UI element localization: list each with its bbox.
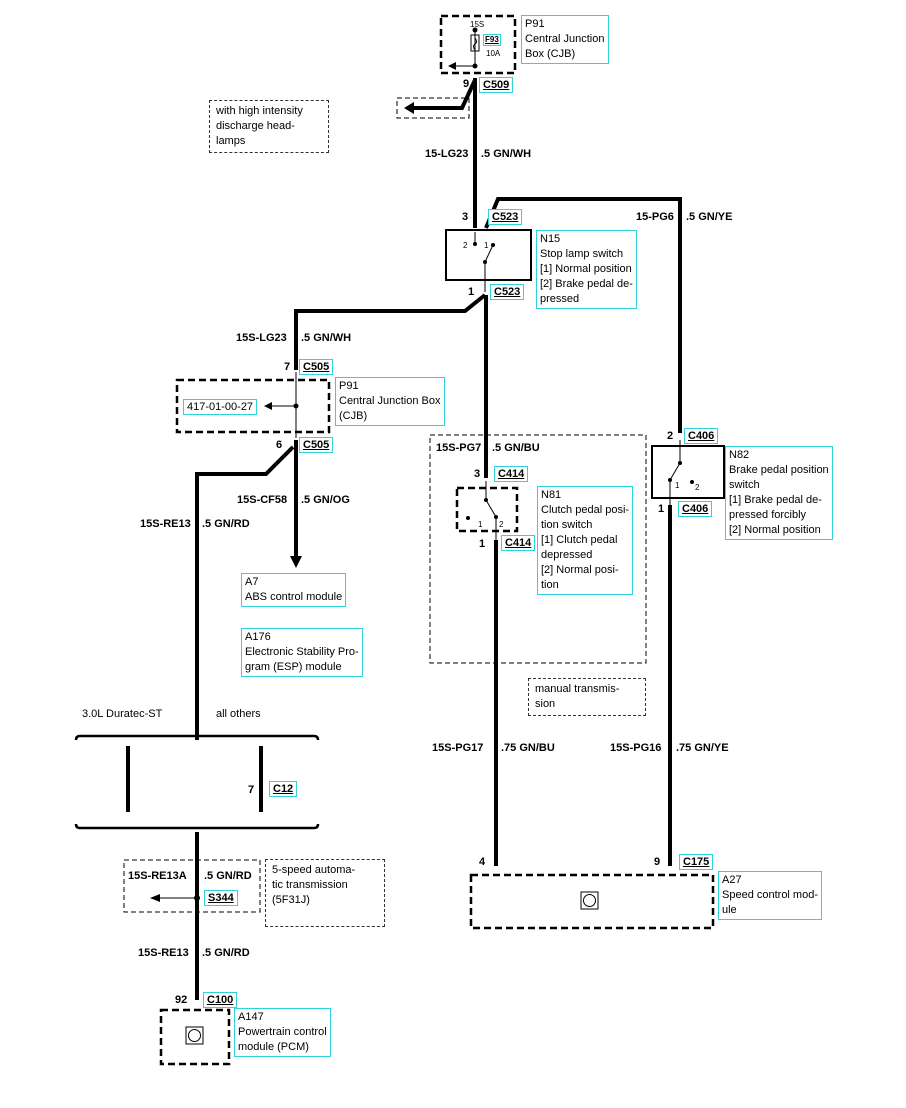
variant-label-duratec: 3.0L Duratec-ST bbox=[82, 708, 163, 720]
pin-c523-top: 3 bbox=[462, 211, 469, 223]
connector-c505-top[interactable]: C505 bbox=[299, 359, 334, 375]
n82-switch-box bbox=[651, 445, 725, 499]
connector-c523-top[interactable]: C523 bbox=[488, 209, 523, 225]
connector-c509[interactable]: C509 bbox=[479, 77, 514, 93]
pin-c100: 92 bbox=[175, 994, 188, 1006]
pin-c523-bot: 1 bbox=[468, 286, 475, 298]
wire-spec-15S-RE13-lower: .5 GN/RD bbox=[202, 947, 250, 959]
wire-circuit-15S-PG7: 15S-PG7 bbox=[436, 442, 482, 454]
component-p91-top[interactable]: P91 Central Junction Box (CJB) bbox=[521, 15, 609, 64]
pcm-box bbox=[159, 1008, 231, 1066]
component-a27[interactable]: A27 Speed control mod- ule bbox=[718, 871, 822, 920]
wire-spec-15S-RE13: .5 GN/RD bbox=[202, 518, 250, 530]
pin-a27-4: 4 bbox=[479, 856, 486, 868]
fuse-rating: 10A bbox=[486, 49, 501, 58]
component-n81[interactable]: N81 Clutch pedal posi- tion switch [1] C… bbox=[537, 486, 634, 595]
a27-box bbox=[469, 873, 715, 930]
connector-c414-top[interactable]: C414 bbox=[494, 466, 529, 482]
wire-circuit-15-LG23: 15-LG23 bbox=[425, 148, 469, 160]
hid-branch-box bbox=[396, 97, 470, 119]
component-p91-mid[interactable]: P91 Central Junction Box (CJB) bbox=[335, 377, 445, 426]
wire-15S-LG23 bbox=[294, 293, 487, 370]
wire-circuit-15S-RE13-lower: 15S-RE13 bbox=[138, 947, 189, 959]
wire-spec-15S-PG17: .75 GN/BU bbox=[501, 742, 555, 754]
fuse-f93-label[interactable]: F93 bbox=[483, 34, 501, 46]
n15-switch-box bbox=[445, 229, 532, 281]
component-a147[interactable]: A147 Powertrain control module (PCM) bbox=[234, 1008, 331, 1057]
pin-c505-bot: 6 bbox=[276, 439, 283, 451]
wire-spec-15S-RE13A: .5 GN/RD bbox=[204, 870, 252, 882]
component-a176[interactable]: A176 Electronic Stability Pro- gram (ESP… bbox=[241, 628, 363, 677]
pin-c505-top: 7 bbox=[284, 361, 291, 373]
note-manual-transmission: manual transmis- sion bbox=[528, 678, 646, 716]
pin-c509: 9 bbox=[463, 78, 470, 90]
pin-c175: 9 bbox=[654, 856, 661, 868]
wire-spec-15S-PG7: .5 GN/BU bbox=[492, 442, 540, 454]
n82-pin1: 1 bbox=[675, 481, 680, 490]
wire-circuit-15S-RE13: 15S-RE13 bbox=[140, 518, 191, 530]
n15-pin2: 2 bbox=[463, 241, 468, 250]
wire-spec-15S-LG23: .5 GN/WH bbox=[301, 332, 352, 344]
connector-c175[interactable]: C175 bbox=[679, 854, 714, 870]
wire-circuit-15S-RE13A: 15S-RE13A bbox=[128, 870, 187, 882]
wire-spec-15S-CF58: .5 GN/OG bbox=[301, 494, 350, 506]
pin-c406-bot: 1 bbox=[658, 503, 665, 515]
pin-c414-bot: 1 bbox=[479, 538, 486, 550]
connector-c406-top[interactable]: C406 bbox=[684, 428, 719, 444]
connector-c12[interactable]: C12 bbox=[269, 781, 298, 797]
component-n82[interactable]: N82 Brake pedal position switch [1] Brak… bbox=[725, 446, 833, 540]
connector-c100[interactable]: C100 bbox=[203, 992, 238, 1008]
n81-pin2: 2 bbox=[499, 520, 504, 529]
wire-spec-15-LG23: .5 GN/WH bbox=[481, 148, 532, 160]
ref-417-01-00-27[interactable]: 417-01-00-27 bbox=[183, 399, 258, 415]
note-5-speed-auto: 5-speed automa- tic transmission (5F31J) bbox=[265, 859, 385, 927]
pin-c406-top: 2 bbox=[667, 430, 674, 442]
variant-label-all-others: all others bbox=[216, 708, 261, 720]
p91-mid-box bbox=[175, 378, 331, 434]
connector-c414-bot[interactable]: C414 bbox=[501, 535, 536, 551]
wire-spec-15-PG6: .5 GN/YE bbox=[686, 211, 733, 223]
fuse-supply-label: 15S bbox=[470, 20, 485, 29]
p91-top-box bbox=[439, 14, 517, 75]
connector-c523-bot[interactable]: C523 bbox=[490, 284, 525, 300]
connector-c505-bot[interactable]: C505 bbox=[299, 437, 334, 453]
pin-c12: 7 bbox=[248, 784, 255, 796]
n15-pin1: 1 bbox=[484, 241, 489, 250]
splice-s344[interactable]: S344 bbox=[204, 890, 238, 906]
manual-trans-region bbox=[429, 434, 647, 664]
pin-c414-top: 3 bbox=[474, 468, 481, 480]
wire-circuit-15-PG6: 15-PG6 bbox=[636, 211, 674, 223]
wire-15S-RE13 bbox=[195, 445, 295, 740]
note-hid-headlamps: with high intensity discharge head- lamp… bbox=[209, 100, 329, 153]
n81-switch-box bbox=[455, 486, 519, 533]
wire-circuit-15S-PG16: 15S-PG16 bbox=[610, 742, 662, 754]
wire-spec-15S-PG16: .75 GN/YE bbox=[676, 742, 729, 754]
wire-circuit-15S-CF58: 15S-CF58 bbox=[237, 494, 288, 506]
component-a7[interactable]: A7 ABS control module bbox=[241, 573, 347, 607]
wire-circuit-15S-PG17: 15S-PG17 bbox=[432, 742, 484, 754]
wire-circuit-15S-LG23: 15S-LG23 bbox=[236, 332, 287, 344]
s344-splice-box bbox=[123, 859, 261, 913]
n82-pin2: 2 bbox=[695, 483, 700, 492]
component-n15[interactable]: N15 Stop lamp switch [1] Normal position… bbox=[536, 230, 637, 309]
connector-c406-bot[interactable]: C406 bbox=[678, 501, 713, 517]
n81-pin1: 1 bbox=[478, 520, 483, 529]
